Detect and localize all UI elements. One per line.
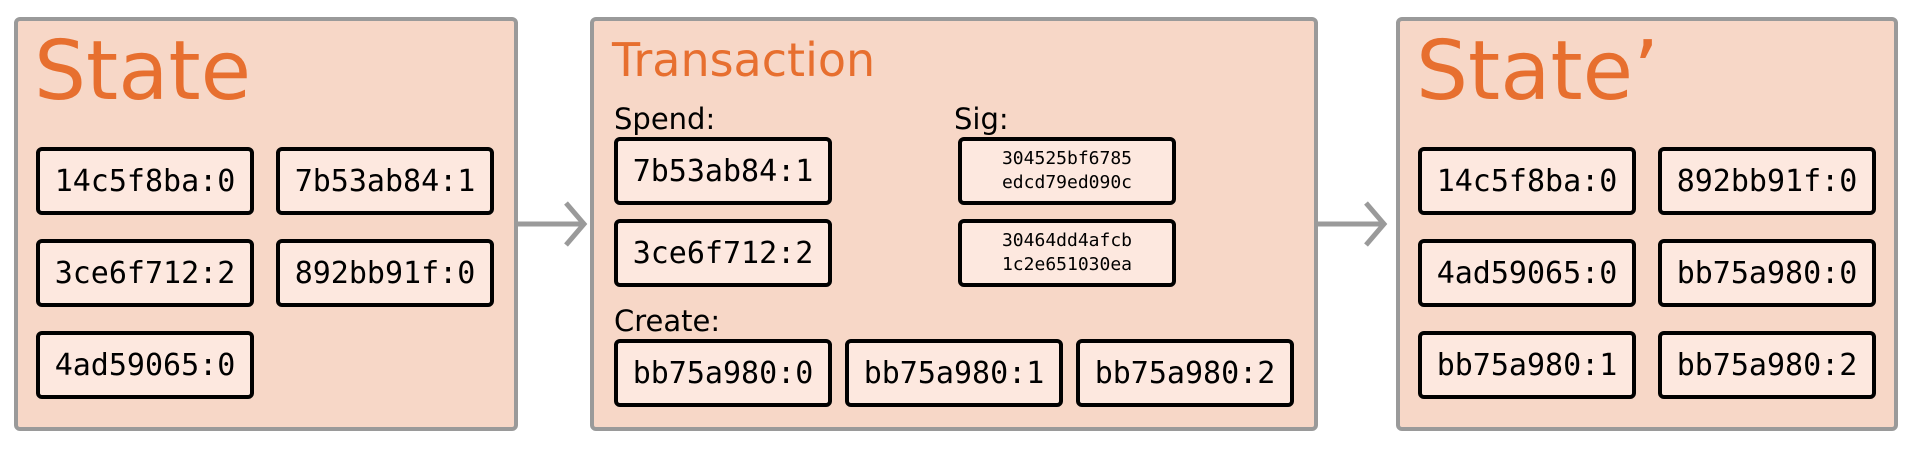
state-output: 892bb91f:0 bbox=[276, 239, 494, 307]
next-state-panel: State’ 14c5f8ba:0 892bb91f:0 4ad59065:0 … bbox=[1396, 17, 1898, 431]
spend-input: 7b53ab84:1 bbox=[614, 137, 832, 205]
spend-input: 3ce6f712:2 bbox=[614, 219, 832, 287]
signature-line: 30464dd4afcb bbox=[1001, 229, 1133, 251]
state-output: 14c5f8ba:0 bbox=[36, 147, 254, 215]
signature-line: 1c2e651030ea bbox=[1001, 254, 1133, 275]
transaction-panel: Transaction Spend: 7b53ab84:1 3ce6f712:2… bbox=[590, 17, 1318, 431]
state-panel: State 14c5f8ba:0 7b53ab84:1 3ce6f712:2 8… bbox=[14, 17, 518, 431]
create-output: bb75a980:1 bbox=[845, 339, 1063, 407]
signature-line: edcd79ed090c bbox=[1001, 172, 1133, 193]
next-state-output: bb75a980:1 bbox=[1418, 331, 1636, 399]
create-output: bb75a980:0 bbox=[614, 339, 832, 407]
transition-arrow bbox=[1318, 201, 1388, 247]
signature-box: 304525bf6785 edcd79ed090c bbox=[958, 137, 1176, 205]
create-label: Create: bbox=[614, 304, 721, 338]
next-state-output: 14c5f8ba:0 bbox=[1418, 147, 1636, 215]
next-state-output: bb75a980:2 bbox=[1658, 331, 1876, 399]
sig-label: Sig: bbox=[954, 102, 1009, 136]
spend-label: Spend: bbox=[614, 102, 716, 136]
transaction-title: Transaction bbox=[612, 33, 876, 87]
transition-arrow bbox=[518, 201, 588, 247]
state-title: State bbox=[34, 24, 252, 119]
state-output: 7b53ab84:1 bbox=[276, 147, 494, 215]
next-state-title: State’ bbox=[1416, 24, 1660, 119]
signature-box: 30464dd4afcb 1c2e651030ea bbox=[958, 219, 1176, 287]
state-output: 4ad59065:0 bbox=[36, 331, 254, 399]
state-output: 3ce6f712:2 bbox=[36, 239, 254, 307]
create-output: bb75a980:2 bbox=[1076, 339, 1294, 407]
signature-line: 304525bf6785 bbox=[1001, 147, 1133, 169]
next-state-output: bb75a980:0 bbox=[1658, 239, 1876, 307]
next-state-output: 892bb91f:0 bbox=[1658, 147, 1876, 215]
next-state-output: 4ad59065:0 bbox=[1418, 239, 1636, 307]
